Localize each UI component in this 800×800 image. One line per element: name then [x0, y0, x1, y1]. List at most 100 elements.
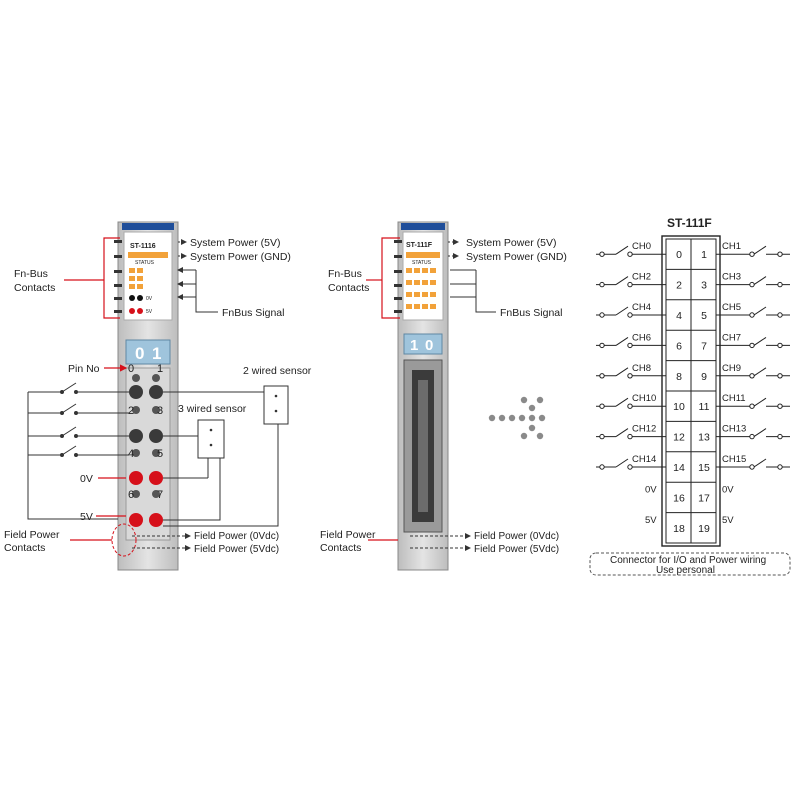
field-power-contacts-label-1: Field Power — [4, 529, 60, 541]
fnbus-contacts-label-1: Fn-Bus — [14, 268, 48, 280]
module-model-label: ST-1116 — [130, 243, 156, 250]
status-bar — [406, 252, 440, 258]
channel-label-left: 5V — [645, 515, 657, 526]
fnbus-contacts-label-2: Contacts — [14, 282, 55, 294]
field-power-5vdc-label: Field Power (5Vdc) — [194, 544, 279, 555]
switch-contact — [777, 312, 783, 318]
pin-number-left: 10 — [673, 401, 685, 413]
switch-contact — [627, 251, 633, 257]
switch-blade — [615, 397, 629, 407]
switch-blade — [615, 245, 629, 255]
system-power-gnd-label: System Power (GND) — [466, 251, 567, 263]
pin-no-label: Pin No — [68, 363, 100, 375]
module-model-label: ST-111F — [406, 242, 433, 249]
switch-contact — [749, 433, 755, 440]
two-wired-sensor-label: 2 wired sensor — [243, 365, 312, 377]
field-power-5vdc-label: Field Power (5Vdc) — [474, 544, 559, 555]
switch-contact — [627, 281, 633, 288]
switch-contact — [749, 281, 755, 288]
switch-contact — [777, 433, 783, 440]
pin-number-right: 5 — [701, 310, 707, 322]
switch-contact — [749, 464, 755, 470]
led-grid — [129, 268, 143, 314]
switch-contact — [777, 403, 783, 409]
switch-contact — [777, 342, 783, 349]
two-wired-sensor — [263, 385, 289, 425]
pin-number-right: 9 — [701, 371, 707, 383]
three-wired-sensor — [197, 419, 225, 459]
switch-contact — [599, 464, 605, 470]
channel-label-left: CH0 — [632, 241, 651, 252]
pin-number-right: 15 — [698, 462, 710, 474]
switch-contact — [599, 342, 605, 349]
led-grid — [406, 268, 436, 309]
channel-label-left: 0V — [645, 484, 657, 495]
pin-number-left: 16 — [673, 492, 685, 504]
channel-label-left: CH10 — [632, 393, 656, 404]
system-power-5v-label: System Power (5V) — [466, 237, 556, 249]
switch-blade — [615, 367, 629, 377]
pin-number-left: 14 — [673, 462, 685, 474]
pin-number-right: 11 — [699, 401, 710, 413]
system-power-arrows — [448, 239, 496, 313]
switch-blade — [753, 276, 767, 286]
switch-blade — [615, 458, 629, 468]
switch-contact — [749, 373, 755, 379]
module-status-label: STATUS — [135, 260, 155, 266]
pin-number-right: 19 — [698, 523, 710, 535]
pin-number-left: 8 — [676, 371, 682, 383]
switch-blade — [753, 306, 767, 316]
status-bar — [128, 252, 168, 258]
switch-blade — [753, 245, 767, 255]
connector-title: ST-111F — [667, 216, 712, 230]
switch-blade — [753, 397, 767, 407]
field-power-contacts-highlight — [111, 523, 137, 557]
switch-contact — [749, 251, 755, 257]
three-wired-sensor-label: 3 wired sensor — [178, 403, 247, 415]
channel-label-left: CH6 — [632, 332, 651, 343]
system-power-arrows — [177, 239, 218, 313]
module-cap — [401, 223, 445, 230]
system-power-5v-label: System Power (5V) — [190, 237, 280, 249]
pin-number-1: 1 — [157, 363, 163, 375]
switch-contact — [777, 464, 783, 470]
module-cap — [122, 223, 174, 230]
indicator-0v-label: 0V — [146, 296, 153, 302]
channel-label-right: CH11 — [722, 393, 746, 404]
left-io-module: ST-1116 STATUS 0V 5V 0 1 0 — [4, 221, 312, 571]
pin-number-right: 3 — [701, 280, 707, 292]
switch-blade — [753, 458, 767, 468]
switch-contact — [599, 433, 605, 440]
switch-contact — [599, 373, 605, 379]
channel-label-right: 0V — [722, 484, 734, 495]
channel-label-right: CH3 — [722, 272, 741, 283]
pin-number-left: 18 — [673, 523, 685, 535]
channel-display — [125, 339, 171, 365]
switch-contact — [777, 251, 783, 257]
switch-blade — [615, 428, 629, 438]
pin-number-3: 3 — [157, 405, 163, 417]
channel-label-right: 5V — [722, 515, 734, 526]
pin-number-6: 6 — [128, 489, 134, 501]
pin-number-0: 0 — [128, 363, 134, 375]
pin-number-left: 2 — [676, 280, 682, 292]
switch-contact — [627, 373, 633, 379]
fnbus-contacts-bracket — [366, 237, 400, 319]
middle-io-module: ST-111F STATUS 1 0 Fn-Bus Contacts — [320, 221, 567, 571]
switch-contact — [749, 342, 755, 349]
pin-number-right: 7 — [701, 340, 707, 352]
channel-label-right: CH5 — [722, 302, 741, 313]
pin-number-left: 6 — [676, 340, 682, 352]
zero-v-label: 0V — [80, 473, 93, 485]
channel-label-right: CH15 — [722, 454, 746, 465]
pin-number-2: 2 — [128, 405, 134, 417]
switch-contact — [627, 433, 633, 440]
display-digit-0: 0 — [135, 344, 144, 363]
switch-blade — [615, 336, 629, 346]
display-digit-0: 1 — [410, 337, 418, 354]
five-v-label: 5V — [80, 511, 93, 523]
switch-blade — [753, 428, 767, 438]
pin-number-7: 7 — [157, 489, 163, 501]
switch-blade — [753, 367, 767, 377]
